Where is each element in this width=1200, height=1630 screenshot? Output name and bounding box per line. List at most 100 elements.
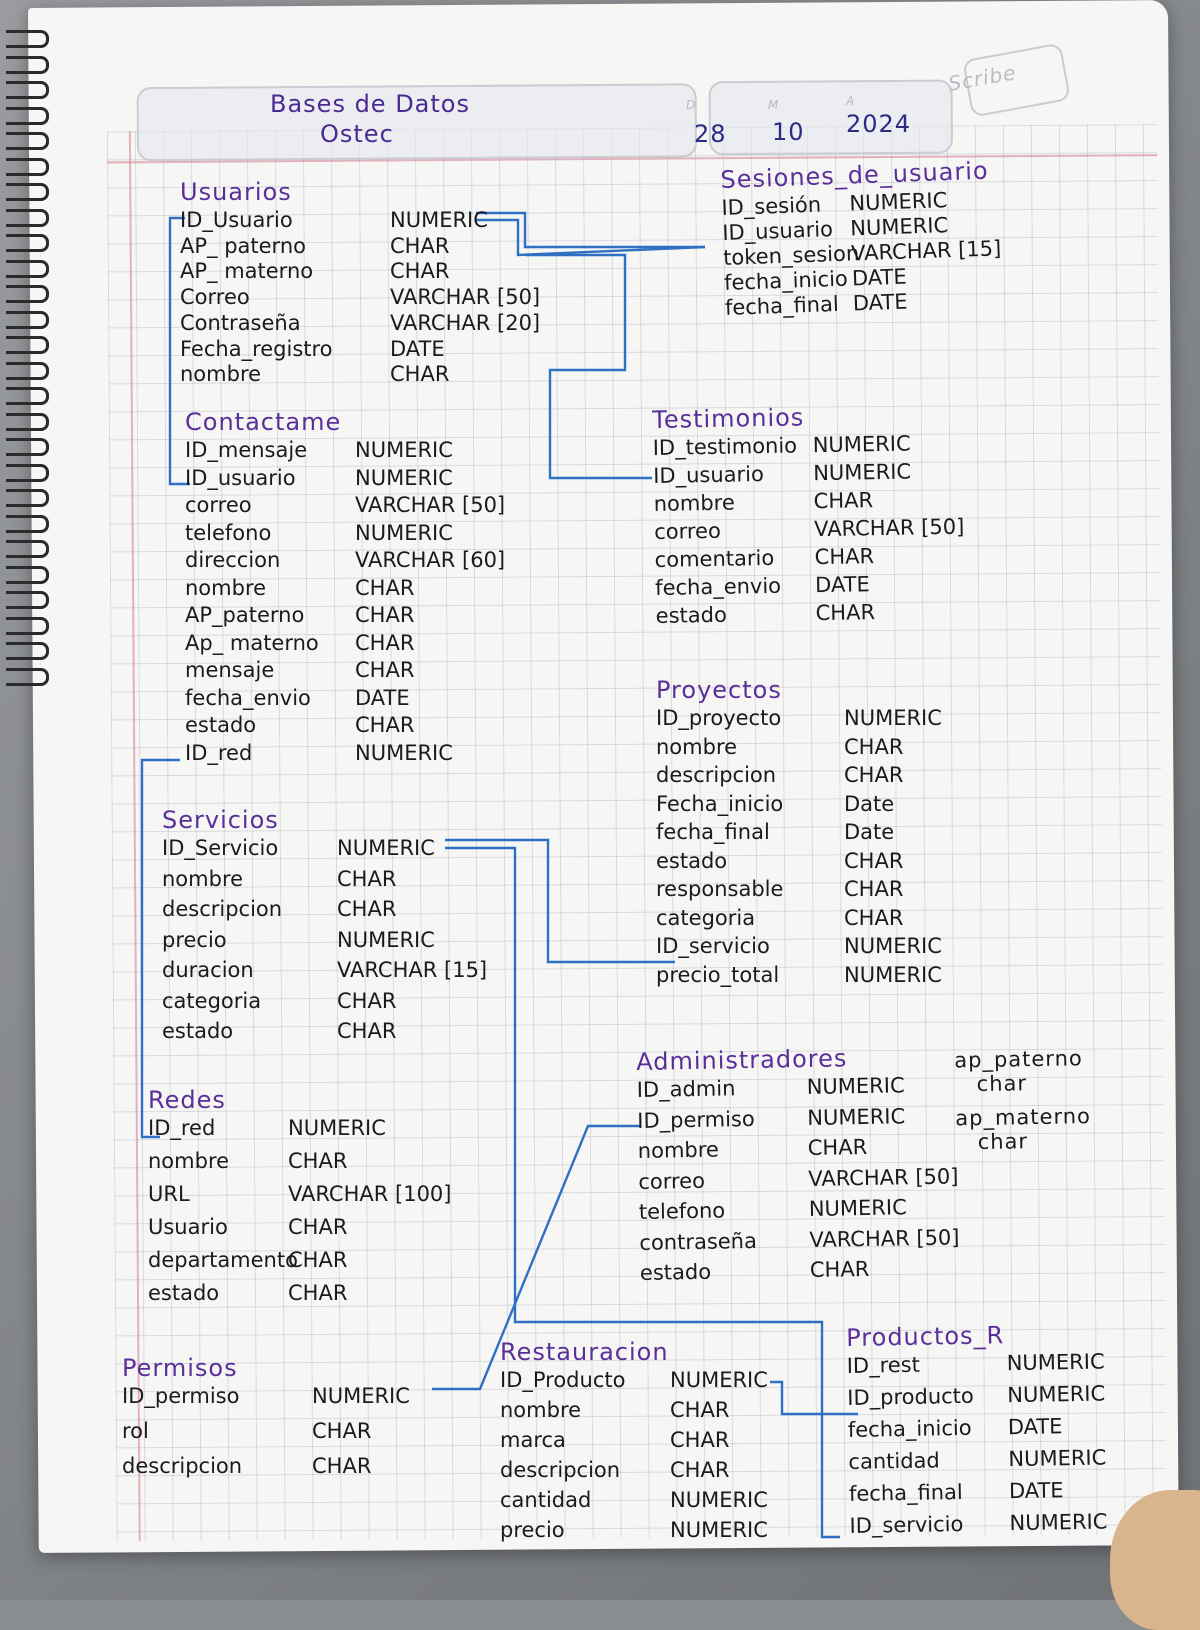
extra-field-type: char	[976, 1071, 1027, 1096]
field-name: ID_servicio	[849, 1512, 963, 1538]
field-name: ID_permiso	[637, 1106, 755, 1132]
field-type: CHAR	[312, 1419, 371, 1443]
field-type: DATE	[852, 265, 907, 291]
field-name: AP_ materno	[180, 259, 313, 283]
field-name: cantidad	[500, 1488, 591, 1512]
field-type: VARCHAR [50]	[814, 515, 965, 542]
field-name: nombre	[162, 867, 243, 891]
field-name: nombre	[148, 1149, 229, 1173]
field-name: nombre	[654, 491, 735, 516]
field-type: CHAR	[355, 631, 414, 655]
field-name: ID_producto	[847, 1384, 974, 1410]
table-title: Redes	[148, 1086, 226, 1114]
field-name: ID_servicio	[656, 934, 770, 958]
field-type: CHAR	[355, 713, 414, 737]
field-name: mensaje	[185, 658, 274, 682]
field-type: NUMERIC	[288, 1116, 386, 1140]
field-name: ID_testimonio	[653, 433, 798, 460]
field-type: CHAR	[337, 897, 396, 921]
field-type: NUMERIC	[807, 1104, 905, 1130]
field-type: CHAR	[288, 1248, 347, 1272]
field-type: NUMERIC	[355, 741, 453, 765]
field-name: estado	[656, 849, 727, 873]
field-name: categoria	[656, 906, 755, 930]
field-type: NUMERIC	[844, 963, 942, 987]
field-name: correo	[654, 519, 721, 544]
link-usuarios-sesiones	[476, 213, 705, 247]
field-name: nombre	[185, 576, 266, 600]
field-type: CHAR	[312, 1454, 371, 1478]
table-title: Testimonios	[652, 403, 805, 434]
field-type: DATE	[852, 290, 907, 316]
field-type: CHAR	[670, 1428, 729, 1452]
field-type: CHAR	[844, 877, 903, 901]
field-type: VARCHAR [100]	[288, 1182, 452, 1206]
field-name: nombre	[180, 362, 261, 386]
field-name: precio_total	[656, 963, 779, 987]
field-type: VARCHAR [15]	[337, 958, 487, 982]
field-name: estado	[162, 1019, 233, 1043]
field-type: NUMERIC	[355, 521, 453, 545]
field-name: estado	[640, 1260, 712, 1285]
field-type: NUMERIC	[355, 466, 453, 490]
field-type: DATE	[815, 572, 870, 597]
table-title: Productos_R	[846, 1321, 1004, 1352]
table-title: Servicios	[162, 806, 279, 834]
field-name: fecha_inicio	[724, 267, 849, 295]
field-name: responsable	[656, 877, 783, 901]
field-name: ID_usuario	[653, 462, 764, 488]
field-name: ID_Usuario	[180, 208, 293, 232]
field-name: direccion	[185, 548, 280, 572]
field-name: Correo	[180, 285, 250, 309]
field-type: CHAR	[670, 1458, 729, 1482]
field-name: marca	[500, 1428, 566, 1452]
field-name: AP_paterno	[185, 603, 304, 627]
field-name: departamento	[148, 1248, 298, 1272]
field-name: descripcion	[162, 897, 282, 921]
table-title: Permisos	[122, 1354, 238, 1382]
extra-field-type: char	[977, 1129, 1028, 1154]
field-type: NUMERIC	[355, 438, 453, 462]
field-type: CHAR	[355, 658, 414, 682]
field-type: CHAR	[390, 259, 449, 283]
field-type: CHAR	[355, 603, 414, 627]
field-name: ID_usuario	[722, 217, 833, 245]
field-name: Fecha_registro	[180, 337, 333, 361]
field-type: VARCHAR [60]	[355, 548, 505, 572]
extra-field-name: ap_materno	[955, 1104, 1091, 1130]
field-type: NUMERIC	[670, 1518, 768, 1542]
table-title: Administradores	[636, 1044, 848, 1076]
field-type: Date	[844, 820, 894, 844]
field-name: precio	[162, 928, 227, 952]
field-type: NUMERIC	[1008, 1445, 1106, 1471]
field-name: ID_usuario	[185, 466, 296, 490]
field-name: duracion	[162, 958, 254, 982]
field-type: CHAR	[844, 763, 903, 787]
field-type: NUMERIC	[809, 1195, 907, 1221]
field-type: DATE	[390, 337, 445, 361]
field-name: ID_permiso	[122, 1384, 239, 1408]
field-type: CHAR	[337, 989, 396, 1013]
field-type: CHAR	[810, 1257, 870, 1282]
field-type: DATE	[1008, 1414, 1063, 1439]
field-name: correo	[185, 493, 252, 517]
field-type: Date	[844, 792, 894, 816]
field-name: Usuario	[148, 1215, 228, 1239]
field-type: NUMERIC	[337, 928, 435, 952]
field-type: NUMERIC	[312, 1384, 410, 1408]
link-servicios-proyectos	[445, 840, 675, 962]
field-type: CHAR	[808, 1135, 868, 1160]
field-type: NUMERIC	[806, 1073, 904, 1099]
table-title: Contactame	[185, 408, 341, 436]
field-type: CHAR	[844, 849, 903, 873]
field-name: descripcion	[122, 1454, 242, 1478]
field-name: fecha_final	[849, 1480, 963, 1506]
field-type: CHAR	[814, 544, 874, 569]
field-type: CHAR	[813, 488, 873, 513]
field-name: Ap_ materno	[185, 631, 319, 655]
field-name: nombre	[638, 1138, 719, 1163]
field-type: NUMERIC	[670, 1368, 768, 1392]
field-type: NUMERIC	[1007, 1381, 1105, 1407]
